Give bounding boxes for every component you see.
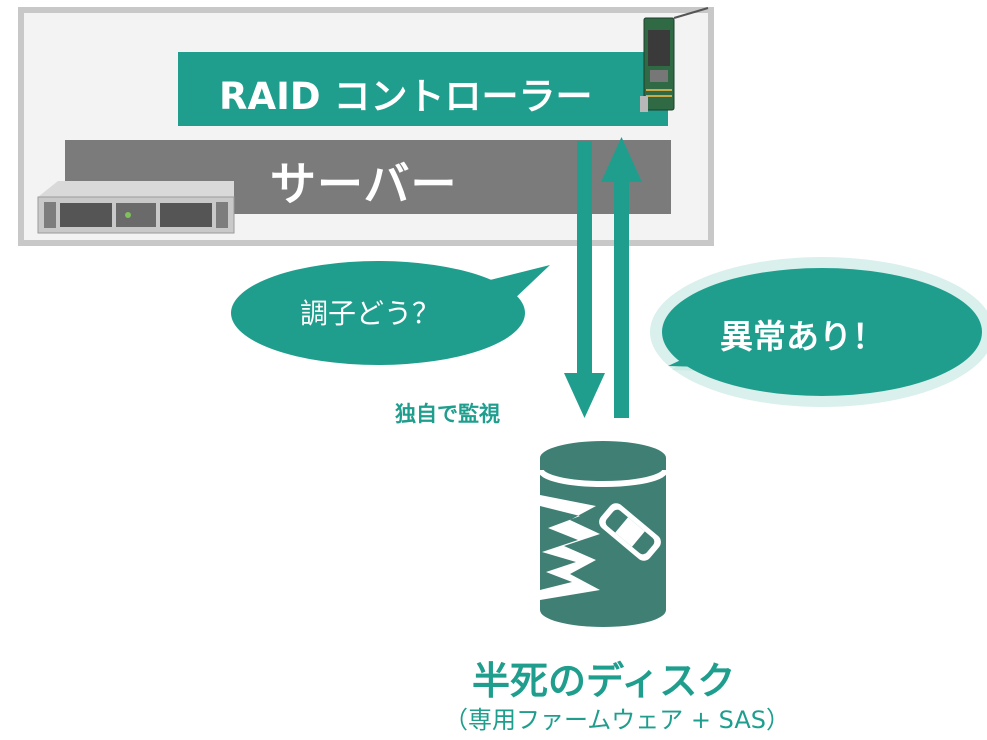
query-bubble-text: 調子どう？ bbox=[300, 297, 441, 330]
disk-subtitle: （専用ファームウェア + SAS） bbox=[444, 706, 790, 734]
monitor-label: 独自で監視 bbox=[395, 402, 500, 426]
bandage-icon bbox=[599, 503, 661, 561]
alert-bubble-text: 異常あり！ bbox=[720, 317, 885, 356]
server-label: サーバー bbox=[270, 157, 458, 211]
raid-controller-label: RAID コントローラー bbox=[219, 75, 593, 118]
damaged-disk-icon bbox=[538, 441, 668, 627]
disk-title: 半死のディスク bbox=[472, 659, 736, 703]
raid-controller-layer bbox=[178, 52, 668, 126]
